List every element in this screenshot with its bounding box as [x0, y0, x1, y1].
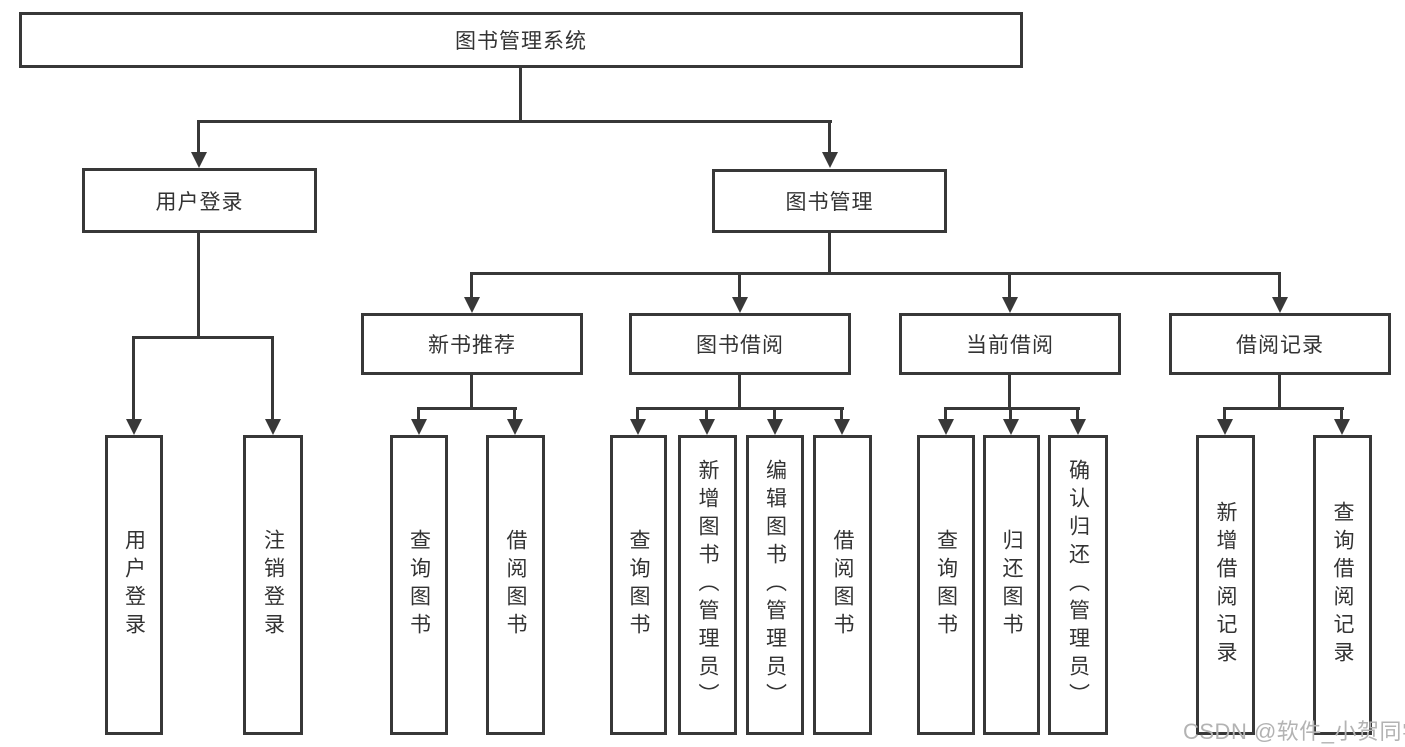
connector-line	[470, 272, 1281, 275]
arrow-down-icon	[1272, 297, 1288, 313]
leaf-label: 确认归还（管理员）	[1066, 459, 1090, 711]
leaf-add-book-admin: 新增图书（管理员）	[678, 435, 737, 735]
connector-line	[271, 336, 274, 421]
node-label: 图书管理	[785, 191, 874, 214]
arrow-down-icon	[1002, 297, 1018, 313]
connector-line	[1008, 375, 1011, 410]
connector-line	[738, 272, 741, 299]
arrow-down-icon	[507, 419, 523, 435]
connector-line	[417, 407, 517, 410]
connector-line	[1278, 375, 1281, 410]
connector-line	[132, 336, 273, 339]
arrow-down-icon	[265, 419, 281, 435]
node-new-book-recommendation: 新书推荐	[361, 313, 583, 375]
connector-line	[470, 375, 473, 410]
leaf-query-books-borrow: 查询图书	[610, 435, 667, 735]
connector-line	[1223, 407, 1344, 410]
node-borrowing-records: 借阅记录	[1169, 313, 1391, 375]
arrow-down-icon	[191, 152, 207, 168]
arrow-down-icon	[1003, 419, 1019, 435]
node-label: 借阅记录	[1236, 334, 1324, 357]
connector-line	[944, 407, 947, 421]
arrow-down-icon	[822, 152, 838, 168]
leaf-label: 编辑图书（管理员）	[763, 459, 787, 711]
leaf-return-books: 归还图书	[983, 435, 1040, 735]
leaf-label: 借阅图书	[831, 529, 854, 641]
arrow-down-icon	[630, 419, 646, 435]
connector-line	[470, 272, 473, 299]
watermark: CSDN @软件_小贺同学	[1183, 719, 1405, 744]
leaf-label: 借阅图书	[504, 529, 527, 641]
leaf-label: 归还图书	[1000, 529, 1023, 641]
leaf-confirm-return-admin: 确认归还（管理员）	[1048, 435, 1108, 735]
node-user-login: 用户登录	[82, 168, 317, 233]
connector-line	[944, 407, 1080, 410]
leaf-borrow-books-recommend: 借阅图书	[486, 435, 545, 735]
connector-line	[738, 375, 741, 410]
connector-line	[1009, 407, 1012, 421]
connector-line	[198, 120, 832, 123]
leaf-borrow-books: 借阅图书	[813, 435, 872, 735]
connector-line	[513, 407, 516, 421]
arrow-down-icon	[834, 419, 850, 435]
node-label: 图书管理系统	[455, 30, 587, 53]
arrow-down-icon	[126, 419, 142, 435]
arrow-down-icon	[1070, 419, 1086, 435]
leaf-label: 用户登录	[122, 529, 146, 641]
connector-line	[1278, 272, 1281, 299]
connector-line	[197, 233, 200, 339]
leaf-label: 查询图书	[627, 529, 650, 641]
leaf-label: 新增图书（管理员）	[696, 459, 719, 711]
connector-line	[197, 120, 200, 154]
arrow-down-icon	[699, 419, 715, 435]
node-current-borrowing: 当前借阅	[899, 313, 1121, 375]
connector-line	[1076, 407, 1079, 421]
node-label: 新书推荐	[428, 334, 516, 357]
leaf-user-login: 用户登录	[105, 435, 163, 735]
arrow-down-icon	[767, 419, 783, 435]
connector-line	[132, 336, 135, 421]
node-library-system: 图书管理系统	[19, 12, 1023, 68]
connector-line	[1340, 407, 1343, 421]
connector-line	[1008, 272, 1011, 299]
leaf-query-books-recommend: 查询图书	[390, 435, 448, 735]
arrow-down-icon	[464, 297, 480, 313]
node-book-borrowing: 图书借阅	[629, 313, 851, 375]
leaf-label: 注销登录	[261, 529, 285, 641]
arrow-down-icon	[411, 419, 427, 435]
leaf-label: 查询图书	[407, 529, 431, 641]
connector-line	[1223, 407, 1226, 421]
leaf-label: 查询图书	[934, 529, 958, 641]
node-book-management: 图书管理	[712, 169, 947, 233]
connector-line	[519, 67, 522, 123]
leaf-query-borrow-record: 查询借阅记录	[1313, 435, 1372, 735]
node-label: 用户登录	[155, 190, 244, 214]
connector-line	[636, 407, 639, 421]
leaf-logout: 注销登录	[243, 435, 303, 735]
arrow-down-icon	[1217, 419, 1233, 435]
arrow-down-icon	[732, 297, 748, 313]
connector-line	[636, 407, 844, 410]
arrow-down-icon	[1334, 419, 1350, 435]
node-label: 图书借阅	[696, 334, 784, 357]
leaf-label: 查询借阅记录	[1331, 501, 1354, 669]
connector-line	[705, 407, 708, 421]
connector-line	[773, 407, 776, 421]
leaf-edit-book-admin: 编辑图书（管理员）	[746, 435, 804, 735]
leaf-label: 新增借阅记录	[1214, 501, 1237, 669]
connector-line	[828, 120, 831, 154]
connector-line	[840, 407, 843, 421]
leaf-query-books-current: 查询图书	[917, 435, 975, 735]
connector-line	[828, 233, 831, 275]
connector-line	[417, 407, 420, 421]
leaf-add-borrow-record: 新增借阅记录	[1196, 435, 1255, 735]
arrow-down-icon	[938, 419, 954, 435]
node-label: 当前借阅	[966, 334, 1054, 357]
